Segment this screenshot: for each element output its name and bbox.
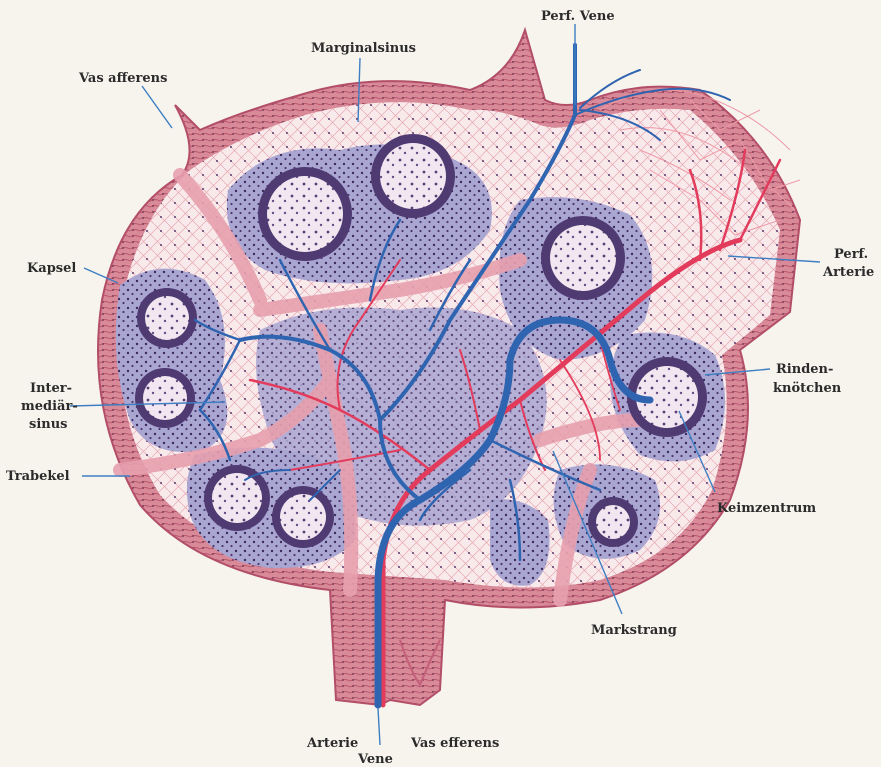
label-intermediaersinus-line3: sinus <box>29 417 67 432</box>
label-perf-arterie-line2: Arterie <box>822 265 874 280</box>
germinal-center <box>212 473 262 523</box>
follicle <box>588 497 638 547</box>
label-trabekel: Trabekel <box>6 469 70 484</box>
germinal-center <box>380 143 446 209</box>
follicle <box>272 486 334 548</box>
label-perf-arterie-line1: Perf. <box>834 247 868 262</box>
germinal-center <box>145 296 189 340</box>
follicle <box>204 465 270 531</box>
label-vas-afferens: Vas afferens <box>78 71 167 86</box>
label-intermediaersinus-line1: Inter- <box>30 381 72 396</box>
germinal-center <box>143 376 187 420</box>
label-vas-efferens: Vas efferens <box>410 736 499 751</box>
label-rindenknoetchen-line1: Rinden- <box>776 362 833 377</box>
label-rindenknoetchen-line2: knötchen <box>773 381 842 396</box>
label-keimzentrum: Keimzentrum <box>717 501 816 516</box>
label-perf-vene: Perf. Vene <box>541 9 615 24</box>
follicle <box>371 134 455 218</box>
label-arterie: Arterie <box>306 736 358 751</box>
label-vene: Vene <box>357 752 393 767</box>
germinal-center <box>596 505 630 539</box>
germinal-center <box>267 176 343 252</box>
follicle <box>135 368 195 428</box>
follicle <box>258 167 352 261</box>
follicle <box>137 288 197 348</box>
label-kapsel: Kapsel <box>27 261 76 276</box>
label-markstrang: Markstrang <box>591 623 677 638</box>
label-marginalsinus: Marginalsinus <box>311 41 416 56</box>
germinal-center <box>550 225 616 291</box>
label-intermediaersinus-line2: mediär- <box>21 399 78 414</box>
follicle <box>541 216 625 300</box>
germinal-center <box>280 494 326 540</box>
